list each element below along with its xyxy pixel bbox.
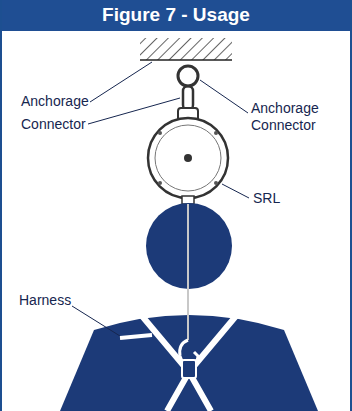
part-label: Anchorage (20, 93, 90, 110)
part-label: SRL (252, 190, 281, 207)
figure-title: Figure 7 - Usage (2, 4, 350, 26)
worker-figure (60, 203, 318, 411)
anchorage-ring (178, 66, 198, 86)
srl-cable (187, 204, 189, 340)
part-label: Harness (18, 292, 72, 309)
srl-device (148, 108, 228, 204)
dorsal-d-ring (182, 360, 196, 378)
connector-carabiner (183, 86, 193, 110)
part-label: Anchorage Connector (250, 100, 332, 134)
part-label: Connector (20, 116, 87, 133)
anchorage-hatch (140, 38, 232, 60)
leader-lines (72, 62, 249, 336)
